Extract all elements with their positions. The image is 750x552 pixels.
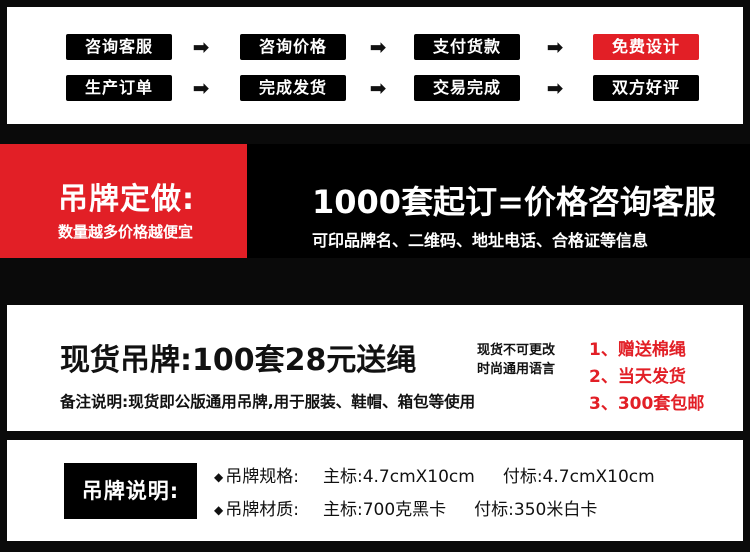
spec-row-material: ◆吊牌材质: 主标:700克黑卡 付标:350米白卡 [214,495,597,520]
banner-title: 吊牌定做: [58,182,195,217]
arrow-right-icon: ➡ [192,35,210,59]
gift-item: 3、300套包邮 [589,394,705,414]
gift-item: 2、当天发货 [589,367,686,387]
arrow-right-icon: ➡ [546,76,564,100]
step-trade-complete: 交易完成 [414,75,520,101]
spec-size-name: 吊牌规格: [225,467,299,487]
spec-row-size: ◆吊牌规格: 主标:4.7cmX10cm 付标:4.7cmX10cm [214,462,655,487]
stock-note-line1: 现货不可更改 [477,343,556,358]
bullet-icon: ◆ [214,503,224,517]
gift-item: 1、赠送棉绳 [589,340,686,360]
banner-red-block [0,144,247,258]
step-good-review: 双方好评 [593,75,699,101]
arrow-right-icon: ➡ [546,35,564,59]
step-free-design: 免费设计 [593,34,699,60]
spec-size-main: 主标:4.7cmX10cm [322,467,475,487]
stock-tag-panel: 现货吊牌:100套28元送绳 现货不可更改 时尚通用语言 备注说明:现货即公版通… [7,305,743,431]
step-production-order: 生产订单 [66,75,172,101]
step-consult-price: 咨询价格 [240,34,346,60]
banner-main-text: 1000套起订=价格咨询客服 [312,183,716,221]
arrow-right-icon: ➡ [369,76,387,100]
stock-note-line2: 时尚通用语言 [477,362,556,377]
spec-material-sub: 付标:350米白卡 [474,500,598,520]
spec-material-main: 主标:700克黑卡 [322,500,447,520]
stock-remark: 备注说明:现货即公版通用吊牌,用于服装、鞋帽、箱包等使用 [60,393,476,411]
spec-label: 吊牌说明: [64,463,197,519]
custom-tag-banner: 吊牌定做: 数量越多价格越便宜 1000套起订=价格咨询客服 可印品牌名、二维码… [0,144,750,258]
step-consult-service: 咨询客服 [66,34,172,60]
arrow-right-icon: ➡ [192,76,210,100]
arrow-right-icon: ➡ [369,35,387,59]
banner-info-text: 可印品牌名、二维码、地址电话、合格证等信息 [312,231,649,250]
stock-main-text: 现货吊牌:100套28元送绳 [60,343,417,378]
spec-material-name: 吊牌材质: [225,500,299,520]
bullet-icon: ◆ [214,470,224,484]
step-pay: 支付货款 [414,34,520,60]
banner-subtitle: 数量越多价格越便宜 [58,223,194,241]
spec-size-sub: 付标:4.7cmX10cm [502,467,655,487]
process-steps-panel: 咨询客服 ➡ 咨询价格 ➡ 支付货款 ➡ 免费设计 生产订单 ➡ 完成发货 ➡ … [7,7,743,124]
step-shipped: 完成发货 [240,75,346,101]
